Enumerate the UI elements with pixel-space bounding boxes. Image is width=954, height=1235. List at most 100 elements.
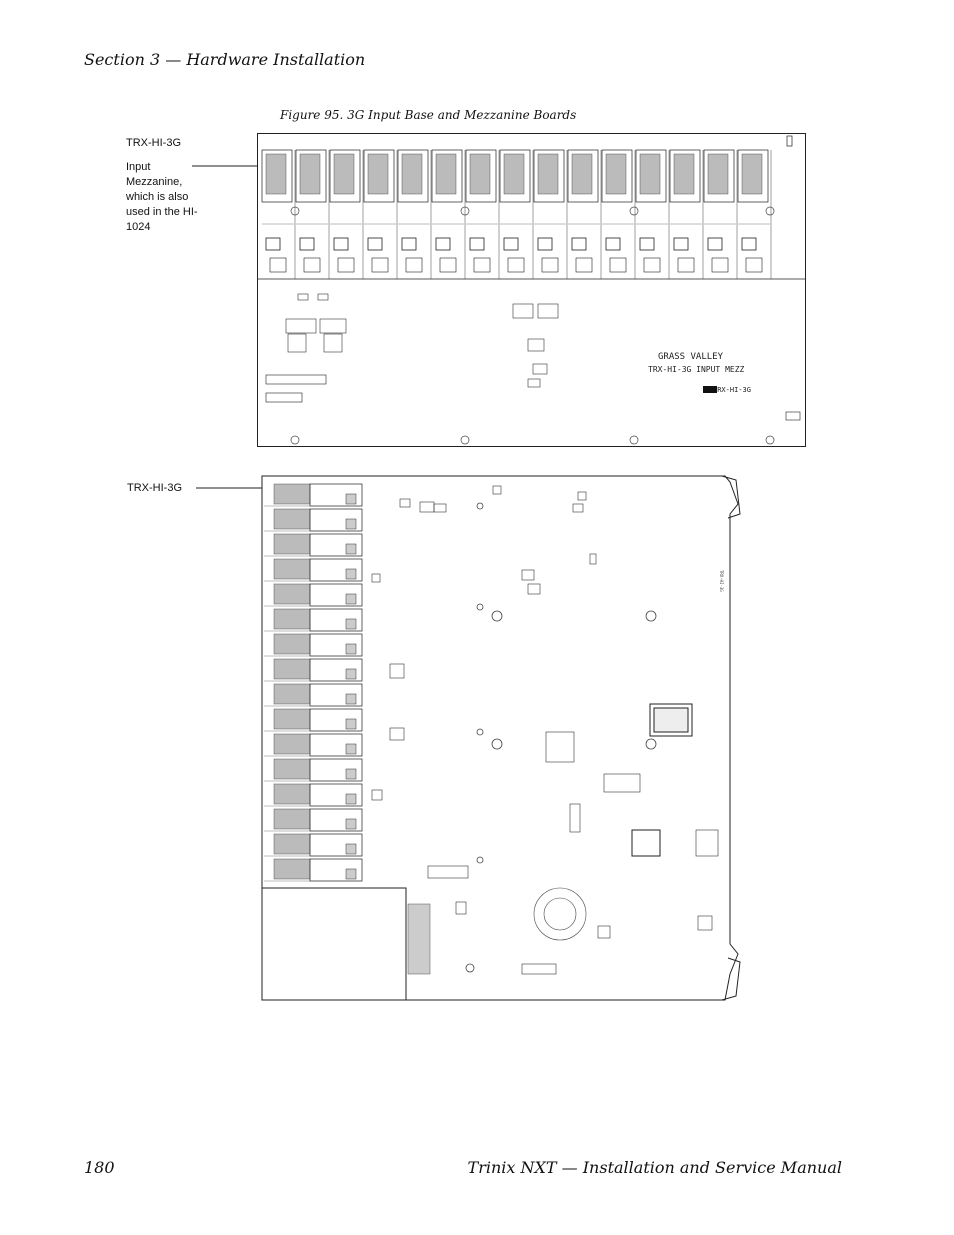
mezz-slot-components bbox=[265, 153, 287, 195]
label-box-2 bbox=[265, 392, 303, 403]
mezz-slot-pad bbox=[643, 257, 661, 273]
callout-top-description: Input Mezzanine, which is also used in t… bbox=[126, 161, 198, 233]
silk-line-3: TRX-HI-3G bbox=[713, 386, 751, 394]
input-slot-pad bbox=[345, 793, 357, 805]
mezz-slot-pad bbox=[337, 257, 355, 273]
silk-line-1: GRASS VALLEY bbox=[658, 352, 724, 362]
board-outline bbox=[261, 475, 739, 1001]
mezz-slot-pad bbox=[405, 257, 423, 273]
mezz-slot-components bbox=[707, 153, 729, 195]
base-mounting-holes bbox=[465, 502, 657, 973]
mezz-slot-bnc bbox=[469, 237, 485, 251]
mezz-slot-components bbox=[469, 153, 491, 195]
mezz-slot-upper bbox=[601, 149, 633, 203]
input-slot-pad bbox=[345, 868, 357, 880]
mezz-slot-upper bbox=[431, 149, 463, 203]
mezz-slot-bnc bbox=[571, 237, 587, 251]
mezz-slot-bnc bbox=[299, 237, 315, 251]
mezz-slot-components bbox=[401, 153, 423, 195]
mezz-slot-upper bbox=[499, 149, 531, 203]
component-cluster-center bbox=[512, 303, 559, 388]
mezz-slot-bnc bbox=[333, 237, 349, 251]
input-slot-pad bbox=[345, 668, 357, 680]
input-slot-components bbox=[273, 858, 311, 880]
input-slot-pad bbox=[345, 643, 357, 655]
mezz-slot-upper bbox=[635, 149, 667, 203]
mezz-slot-pad bbox=[541, 257, 559, 273]
ejector-top bbox=[721, 475, 741, 519]
mezz-slot-pad bbox=[745, 257, 763, 273]
mezz-slot-bnc bbox=[265, 237, 281, 251]
mezz-slot-components bbox=[503, 153, 525, 195]
mezz-slot-bnc bbox=[673, 237, 689, 251]
mounting-holes bbox=[290, 206, 775, 445]
mezz-slot-components bbox=[571, 153, 593, 195]
callout-bottom: TRX-HI-3G bbox=[127, 482, 182, 494]
chip-secondary bbox=[631, 829, 661, 857]
mezz-slot-pad bbox=[439, 257, 457, 273]
input-slot-components bbox=[273, 683, 311, 705]
mezz-slot-components bbox=[741, 153, 763, 195]
manual-title: Trinix NXT — Installation and Service Ma… bbox=[467, 1158, 842, 1177]
mezz-slot-pad bbox=[269, 257, 287, 273]
input-slot-components bbox=[273, 608, 311, 630]
input-slot-components bbox=[273, 733, 311, 755]
mezz-slot-upper bbox=[397, 149, 429, 203]
callout-top: TRX-HI-3G Input Mezzanine, which is also… bbox=[126, 136, 204, 235]
input-slot-pad bbox=[345, 743, 357, 755]
input-slot-components bbox=[273, 508, 311, 530]
mezz-slot-components bbox=[639, 153, 661, 195]
mezz-slot-pad bbox=[507, 257, 525, 273]
small-components bbox=[371, 485, 719, 975]
mezz-slot-upper bbox=[737, 149, 769, 203]
input-slot-pad bbox=[345, 593, 357, 605]
mezzanine-slots bbox=[258, 149, 805, 280]
input-slot-components bbox=[273, 658, 311, 680]
silk-black-pad bbox=[703, 386, 717, 393]
mezz-slot-bnc bbox=[741, 237, 757, 251]
mezz-slot-upper bbox=[295, 149, 327, 203]
input-slot-components bbox=[273, 808, 311, 830]
input-slot-pad bbox=[345, 693, 357, 705]
input-slot-pad bbox=[345, 543, 357, 555]
mezzanine-board-diagram: GRASS VALLEY TRX-HI-3G INPUT MEZZ TRX-HI… bbox=[257, 133, 806, 447]
input-connector-column bbox=[264, 483, 363, 882]
mezz-slot-pad bbox=[575, 257, 593, 273]
silk-line-2: TRX-HI-3G INPUT MEZZ bbox=[648, 365, 745, 374]
mezz-slot-bnc bbox=[537, 237, 553, 251]
mezz-slot-pad bbox=[609, 257, 627, 273]
mezz-slot-bnc bbox=[707, 237, 723, 251]
label-box-1 bbox=[265, 374, 327, 385]
input-slot-components bbox=[273, 783, 311, 805]
base-board-diagram: TRX-HI-3G bbox=[260, 474, 760, 1002]
figure-caption: Figure 95. 3G Input Base and Mezzanine B… bbox=[280, 108, 577, 122]
mezz-slot-pad bbox=[473, 257, 491, 273]
mezz-slot-bnc bbox=[401, 237, 417, 251]
input-slot-pad bbox=[345, 843, 357, 855]
input-slot-pad bbox=[345, 618, 357, 630]
input-slot-pad bbox=[345, 568, 357, 580]
input-slot-components bbox=[273, 558, 311, 580]
input-slot-pad bbox=[345, 518, 357, 530]
input-slot-components bbox=[273, 833, 311, 855]
mezz-slot-components bbox=[435, 153, 457, 195]
label-box-3 bbox=[785, 411, 801, 421]
base-vertical-label: TRX-HI-3G bbox=[719, 570, 724, 592]
mezz-slot-upper bbox=[261, 149, 293, 203]
mezz-slot-pad bbox=[711, 257, 729, 273]
mezz-slot-pad bbox=[371, 257, 389, 273]
mezz-slot-bnc bbox=[503, 237, 519, 251]
silkscreen-block: GRASS VALLEY TRX-HI-3G INPUT MEZZ TRX-HI… bbox=[648, 352, 751, 394]
corner-connector bbox=[786, 135, 793, 147]
shield-block bbox=[261, 887, 407, 1001]
mezz-slot-components bbox=[367, 153, 389, 195]
input-slot-pad bbox=[345, 718, 357, 730]
callout-top-title: TRX-HI-3G bbox=[126, 137, 181, 149]
mezz-slot-upper bbox=[567, 149, 599, 203]
input-slot-pad bbox=[345, 818, 357, 830]
input-slot-components bbox=[273, 483, 311, 505]
input-slot-pad bbox=[345, 493, 357, 505]
input-slot-components bbox=[273, 708, 311, 730]
input-slot-components bbox=[273, 633, 311, 655]
input-slot-components bbox=[273, 583, 311, 605]
